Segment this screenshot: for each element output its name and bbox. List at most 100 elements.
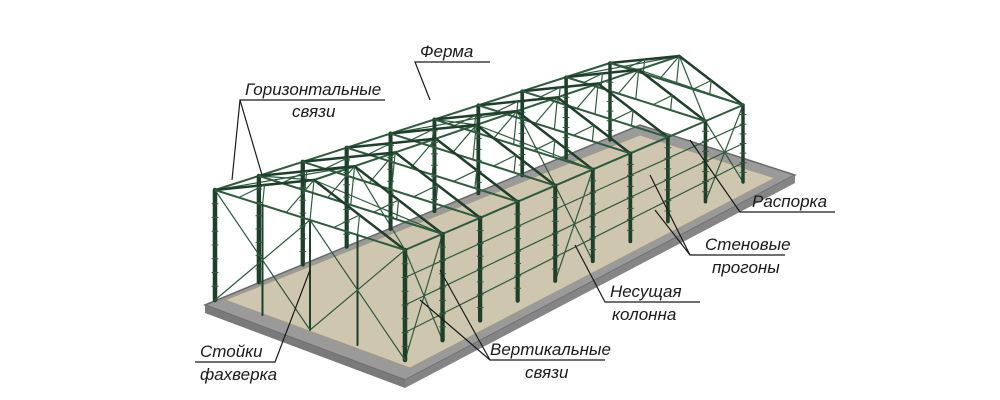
eave-beam-right: [404, 232, 444, 251]
eave-beam-right: [516, 184, 557, 203]
gable-brace: [214, 189, 311, 331]
wall-purlin: [667, 140, 707, 159]
truss-web: [410, 138, 437, 169]
ridge-beam: [353, 151, 397, 168]
label-horizontal-bracing-line2: связи: [292, 102, 336, 121]
eave-beam-right: [554, 168, 594, 187]
leader-posts: [195, 269, 311, 363]
eave-beam-left: [257, 160, 304, 177]
label-vertical-bracing-line1: Вертикальные: [490, 340, 612, 359]
truss-web: [532, 139, 556, 152]
label-wall-purlins-line1: Стеновые: [705, 235, 791, 254]
label-wall-purlins-line2: прогоны: [712, 258, 780, 277]
truss-web: [367, 142, 392, 156]
wall-purlin: [517, 256, 556, 277]
truss-web: [493, 110, 518, 139]
eave-beam-left: [389, 118, 436, 135]
truss-web: [472, 124, 477, 161]
label-posts-line2: фахверка: [200, 365, 278, 384]
eave-beam-left: [345, 132, 392, 149]
leader-wall-purlins-2: [654, 209, 691, 256]
truss-web: [659, 55, 680, 80]
truss-web: [582, 72, 604, 84]
eave-beam-right: [479, 200, 519, 219]
eave-beam-right: [704, 104, 744, 123]
ridge-beam: [475, 110, 518, 126]
truss-web: [670, 94, 673, 111]
eave-beam-right: [441, 216, 482, 235]
eave-beam-right: [591, 152, 632, 171]
vertical-brace: [404, 249, 444, 341]
wall-purlin: [479, 275, 519, 296]
eave-beam-right: [666, 120, 707, 139]
label-column-line1: Несущая: [610, 282, 682, 301]
eave-beam-left: [214, 174, 260, 191]
leader-column: [574, 244, 700, 303]
ridge-beam: [637, 55, 681, 71]
truss-web: [373, 199, 400, 213]
vertical-brace: [704, 120, 744, 183]
truss-web: [553, 96, 559, 130]
truss-web: [473, 114, 477, 133]
truss-web: [617, 69, 640, 95]
truss-web: [709, 79, 712, 96]
eave-beam-left: [477, 90, 524, 107]
truss-web: [492, 154, 517, 167]
wall-purlin: [404, 313, 444, 334]
wall-purlin: [704, 123, 744, 142]
truss-web: [576, 82, 599, 110]
vertical-brace: [554, 184, 594, 262]
truss-web: [594, 82, 599, 115]
truss-web: [281, 170, 308, 184]
eave-beam-left: [433, 104, 480, 121]
truss-web: [552, 139, 556, 158]
foundation-edge-right: [405, 175, 795, 388]
truss-web: [572, 124, 595, 136]
wall-purlin: [629, 178, 669, 198]
truss-web: [435, 184, 439, 205]
truss-web: [261, 184, 266, 206]
truss-web: [324, 156, 350, 170]
wall-purlin: [704, 162, 744, 183]
horizontal-brace: [433, 118, 477, 126]
truss-web: [333, 214, 361, 229]
wall-purlin: [667, 181, 707, 202]
frame-structure: [211, 54, 747, 363]
truss-web: [513, 154, 517, 174]
truss-web: [496, 100, 519, 112]
truss-web: [327, 165, 356, 199]
truss-web: [452, 169, 478, 183]
label-strut: Распорка: [752, 192, 828, 211]
truss-web: [474, 169, 478, 189]
horizontal-brace: [475, 124, 594, 171]
truss-web: [368, 151, 396, 184]
wall-purlin: [441, 268, 481, 288]
label-column-line2: колонна: [612, 305, 677, 324]
horizontal-brace: [313, 179, 444, 235]
truss-web: [534, 96, 559, 124]
leader-strut: [689, 139, 835, 213]
label-horizontal-bracing-line1: Горизонтальные: [245, 80, 382, 99]
gable-brace: [309, 219, 406, 361]
wall-purlin: [479, 250, 519, 270]
foundation-edge: [205, 305, 405, 388]
wall-purlin: [592, 174, 631, 193]
eave-beam-right: [629, 136, 669, 155]
wall-purlin: [554, 237, 594, 258]
wall-purlin: [592, 196, 631, 216]
truss-web: [410, 128, 435, 141]
vertical-brace: [704, 104, 744, 203]
label-vertical-bracing-line2: связи: [525, 363, 569, 382]
truss-web: [630, 109, 634, 127]
wall-purlin: [441, 242, 481, 262]
ridge-beam: [434, 123, 478, 140]
wall-purlin: [517, 232, 556, 252]
truss-web: [635, 69, 640, 100]
leader-truss: [414, 61, 490, 101]
truss-web: [413, 184, 439, 198]
wall-purlin: [479, 225, 519, 245]
truss-web: [642, 58, 646, 75]
wall-purlin: [404, 259, 444, 279]
truss-web: [309, 179, 315, 221]
